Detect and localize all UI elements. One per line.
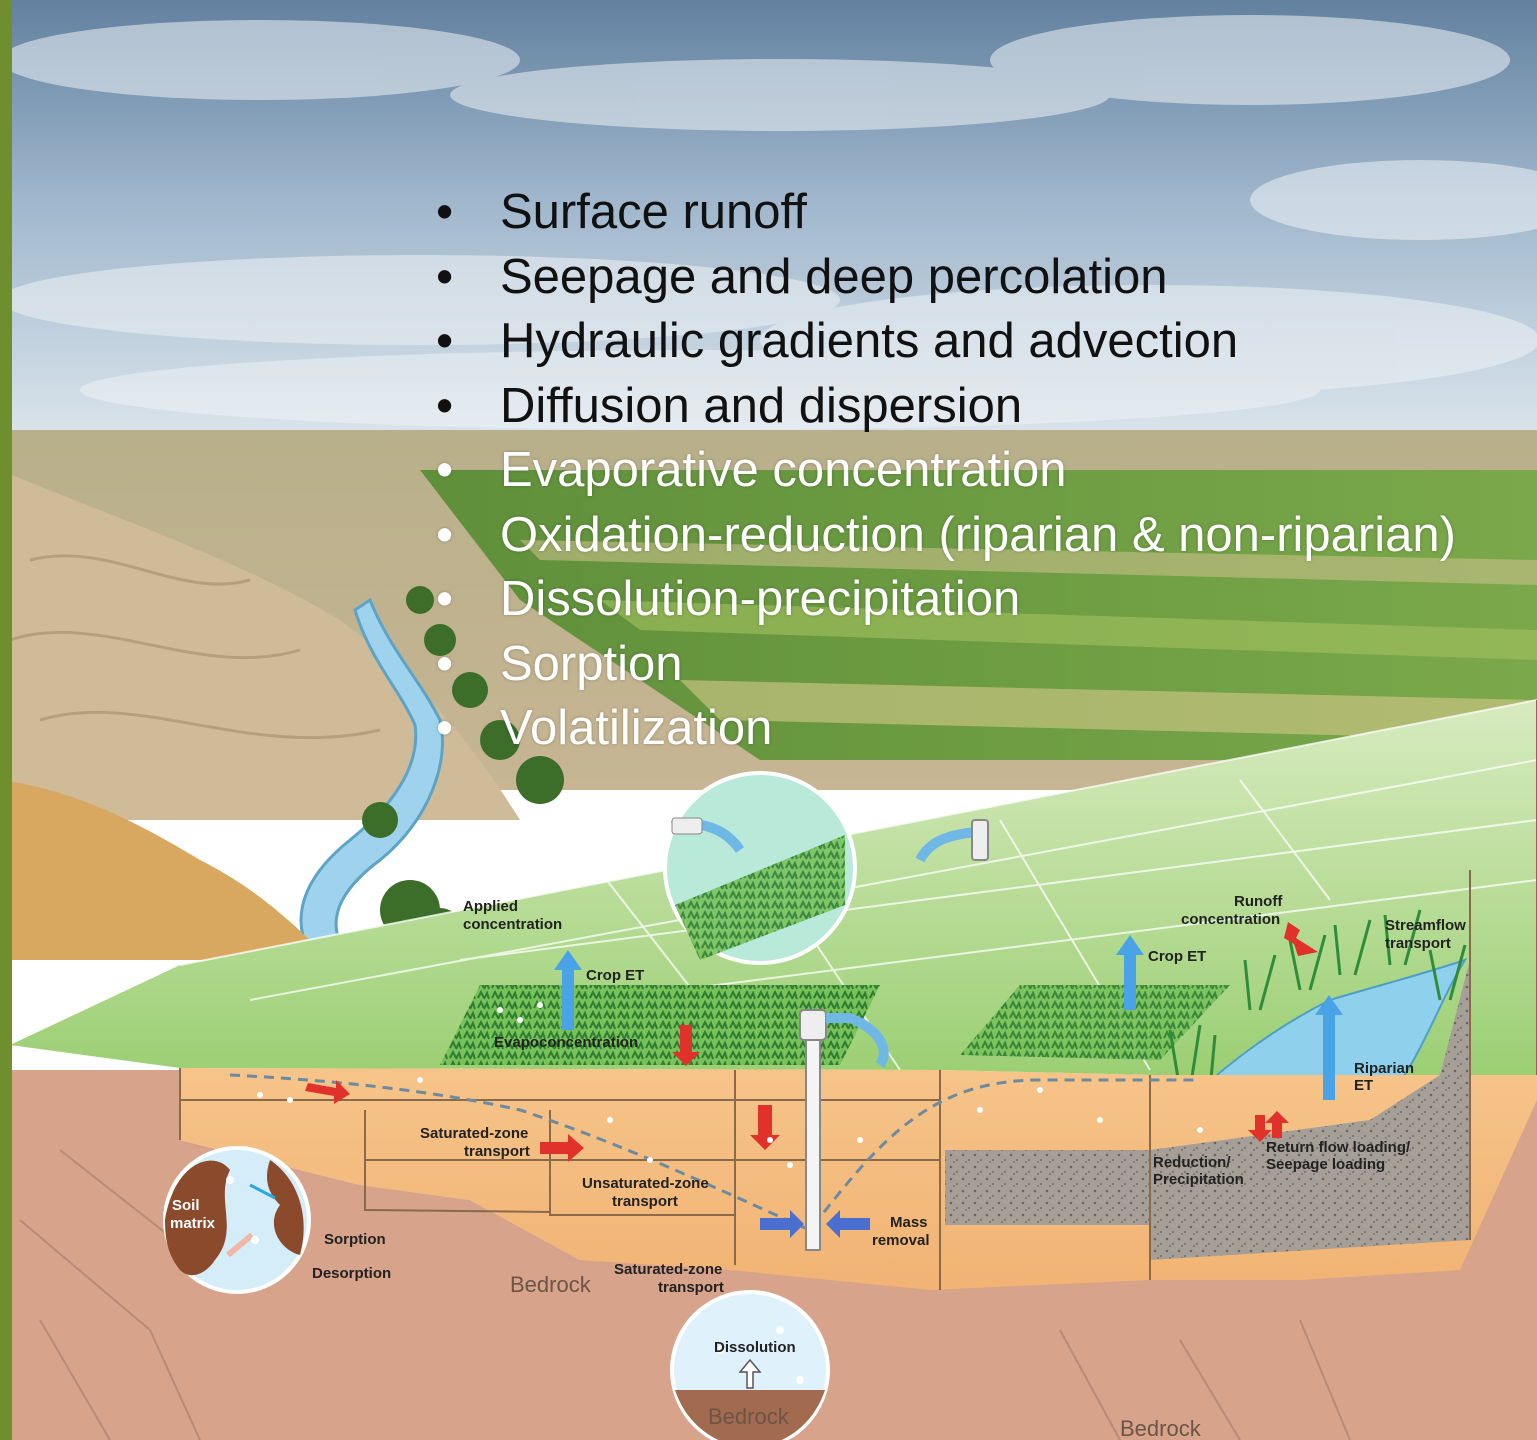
bullet-item: Evaporative concentration [436, 438, 1456, 503]
label-sorption-small: Sorption [324, 1231, 386, 1248]
badlands-hills [0, 470, 520, 820]
gravel-layer-2 [1150, 960, 1470, 1260]
well-head-top [971, 819, 989, 861]
label-return-flow-1: Return flow loading/ [1266, 1139, 1411, 1156]
label-streamflow-transport-1: Streamflow [1385, 917, 1466, 934]
label-saturated-zone-transport-1: Saturated-zone [420, 1125, 528, 1142]
label-unsaturated-zone-transport-2: transport [612, 1193, 678, 1210]
irrigation-inset-circle [663, 771, 857, 965]
crop-field-right [960, 985, 1230, 1060]
well [799, 1009, 889, 1251]
label-mass-removal-2: removal [872, 1232, 930, 1249]
label-desorption: Desorption [312, 1265, 391, 1282]
hill-ridges [9, 554, 381, 740]
bullet-item: Seepage and deep percolation [436, 245, 1456, 310]
label-streamflow-transport-2: transport [1385, 935, 1451, 952]
gravel-layer-1 [945, 1150, 1150, 1225]
label-applied-concentration-2: concentration [463, 916, 562, 933]
bullet-item: Diffusion and dispersion [436, 374, 1456, 439]
solute-particles [226, 1002, 1203, 1384]
label-crop-et-left: Crop ET [586, 967, 644, 984]
label-runoff-concentration-1: Runoff [1234, 893, 1283, 910]
label-return-flow-2: Seepage loading [1266, 1156, 1385, 1173]
bullet-item: Surface runoff [436, 180, 1456, 245]
left-accent-bar [0, 0, 12, 1440]
label-bedrock-left: Bedrock [510, 1272, 592, 1297]
mass-removal-arrows [760, 1210, 870, 1238]
label-saturated-zone-transport-2: transport [464, 1143, 530, 1160]
label-bedrock-circle: Bedrock [708, 1404, 790, 1429]
bedrock [0, 1070, 1537, 1440]
blue-arrows [554, 935, 1343, 1100]
bullet-item: Oxidation-reduction (riparian & non-ripa… [436, 503, 1456, 568]
label-riparian-et-1: Riparian [1354, 1060, 1414, 1077]
label-runoff-concentration-2: concentration [1181, 911, 1280, 928]
soil-matrix-circle [163, 1146, 311, 1294]
bullet-item: Dissolution-precipitation [436, 567, 1456, 632]
bullet-item: Sorption [436, 632, 1456, 697]
label-applied-concentration-1: Applied [463, 898, 518, 915]
label-saturated-zone-transport-2a: Saturated-zone [614, 1261, 722, 1278]
label-crop-et-right: Crop ET [1148, 948, 1206, 965]
label-reduction-precipitation-2: Precipitation [1153, 1171, 1244, 1188]
label-unsaturated-zone-transport-1: Unsaturated-zone [582, 1175, 709, 1192]
label-soil-matrix-1: Soil [172, 1197, 200, 1214]
dissolution-circle [670, 1290, 830, 1440]
label-evapoconcentration: Evapoconcentration [494, 1034, 638, 1051]
label-reduction-precipitation-1: Reduction/ [1153, 1154, 1231, 1171]
tan-dune-left [0, 780, 330, 960]
label-dissolution: Dissolution [714, 1339, 796, 1356]
crop-field-left [440, 985, 880, 1065]
section-block-lines [179, 700, 1537, 1290]
label-bedrock-right: Bedrock [1120, 1416, 1202, 1440]
bullet-item: Hydraulic gradients and advection [436, 309, 1456, 374]
label-saturated-zone-transport-2b: transport [658, 1279, 724, 1296]
well-pipe-top [915, 827, 976, 863]
label-soil-matrix-2: matrix [170, 1215, 216, 1232]
label-riparian-et-2: ET [1354, 1077, 1373, 1094]
bullet-item: Volatilization [436, 696, 1456, 761]
process-bullet-list: Surface runoff Seepage and deep percolat… [436, 180, 1456, 761]
label-mass-removal-1: Mass [890, 1214, 928, 1231]
